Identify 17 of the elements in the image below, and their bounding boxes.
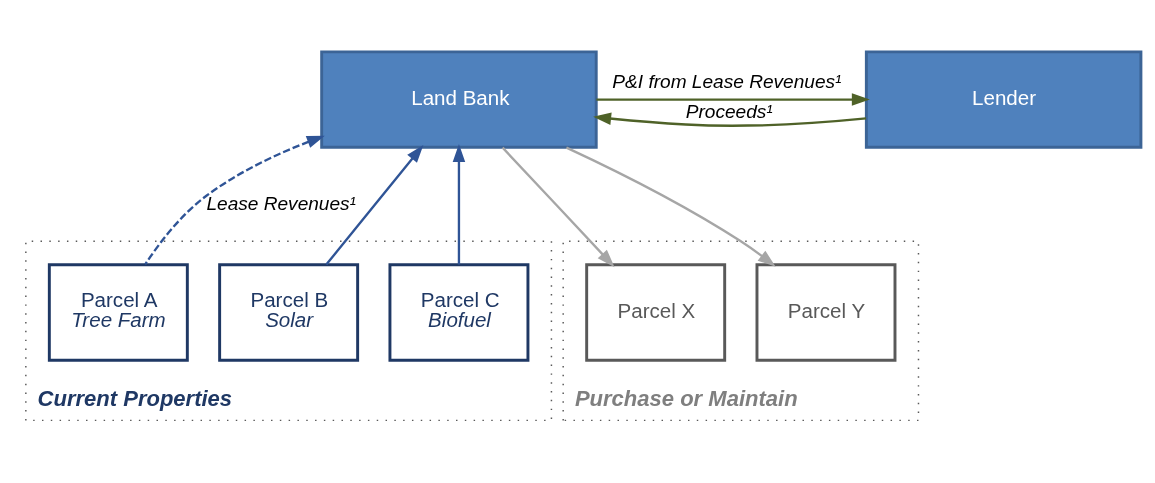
arrow bbox=[593, 111, 867, 127]
arrow bbox=[565, 146, 776, 267]
edge-label: Proceeds¹ bbox=[685, 100, 773, 122]
edge-label: Lease Revenues¹ bbox=[206, 192, 356, 214]
arrow bbox=[144, 135, 325, 265]
arrow bbox=[596, 92, 870, 106]
edge-label: P&I from Lease Revenues¹ bbox=[612, 70, 842, 92]
node-box: Land Bank bbox=[320, 49, 598, 149]
node-box: Parcel C Biofuel bbox=[388, 262, 530, 362]
node-box: Parcel A Tree Farm bbox=[47, 262, 189, 362]
arrow bbox=[501, 146, 615, 267]
node-box: Parcel B Solar bbox=[218, 262, 360, 362]
node-box: Parcel Y bbox=[755, 262, 897, 362]
arrow bbox=[452, 143, 466, 265]
node-box: Parcel X bbox=[585, 262, 727, 362]
arrow bbox=[325, 144, 424, 265]
node-box: Lender bbox=[864, 49, 1143, 149]
